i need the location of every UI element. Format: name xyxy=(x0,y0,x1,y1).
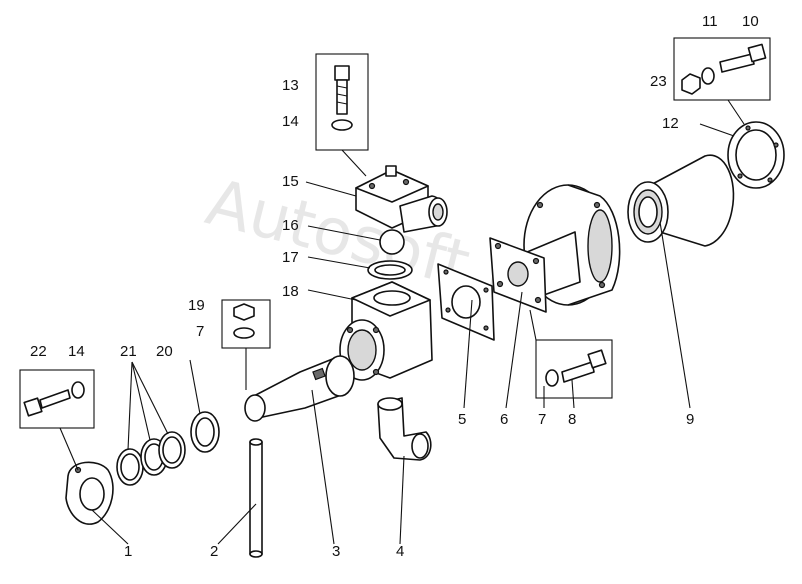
callout-9: 9 xyxy=(686,411,694,428)
callout-2: 2 xyxy=(210,543,218,560)
part-14-washer-top xyxy=(331,119,353,131)
part-12-gasket xyxy=(727,121,785,189)
part-21-rings xyxy=(116,431,186,486)
callout-3: 3 xyxy=(332,543,340,560)
callout-21: 21 xyxy=(120,343,137,360)
part-2-rod xyxy=(249,438,263,558)
callout-box-23-11-10 xyxy=(673,37,771,101)
callout-7-right: 7 xyxy=(538,411,546,428)
callout-20: 20 xyxy=(156,343,173,360)
part-8-bolt xyxy=(561,349,607,383)
callout-16: 16 xyxy=(282,217,299,234)
callout-box-22-14 xyxy=(19,369,95,429)
part-7-washer-right xyxy=(545,369,559,387)
part-18-body xyxy=(339,281,433,381)
part-5-square-gasket xyxy=(437,263,495,341)
callout-8: 8 xyxy=(568,411,576,428)
callout-22: 22 xyxy=(30,343,47,360)
callout-10: 10 xyxy=(742,13,759,30)
callout-14-left: 14 xyxy=(68,343,85,360)
part-23-nut xyxy=(681,73,701,95)
callout-13: 13 xyxy=(282,77,299,94)
callout-1: 1 xyxy=(124,543,132,560)
callout-5: 5 xyxy=(458,411,466,428)
part-9-sleeve xyxy=(627,154,735,247)
leader-lines xyxy=(59,99,745,545)
part-4-elbow xyxy=(377,397,432,461)
callout-14-top: 14 xyxy=(282,113,299,130)
callout-6: 6 xyxy=(500,411,508,428)
part-15-valve-block xyxy=(355,165,448,233)
callout-23: 23 xyxy=(650,73,667,90)
part-3-shaft xyxy=(244,355,355,422)
callout-18: 18 xyxy=(282,283,299,300)
callout-11: 11 xyxy=(702,13,718,30)
callout-7-left: 7 xyxy=(196,323,204,340)
part-7-washer-left xyxy=(233,327,255,339)
part-6-flange-housing xyxy=(519,184,621,306)
part-17-o-ring-inner xyxy=(374,264,406,276)
part-20-bushing xyxy=(190,411,220,453)
callout-19: 19 xyxy=(188,297,205,314)
part-11-washer xyxy=(701,67,715,85)
callout-4: 4 xyxy=(396,543,404,560)
part-1-plate xyxy=(65,461,114,525)
part-10-bolt xyxy=(719,43,767,73)
part-19-nut xyxy=(233,303,255,321)
part-14-washer-left xyxy=(71,381,85,399)
callout-17: 17 xyxy=(282,249,299,266)
part-6-square-flange xyxy=(489,237,547,313)
part-16-ball xyxy=(379,229,405,255)
part-13-bolt xyxy=(334,65,350,115)
callout-box-7-8 xyxy=(535,339,613,399)
part-22-bolt xyxy=(23,389,71,417)
callout-15: 15 xyxy=(282,173,299,190)
callout-12: 12 xyxy=(662,115,679,132)
